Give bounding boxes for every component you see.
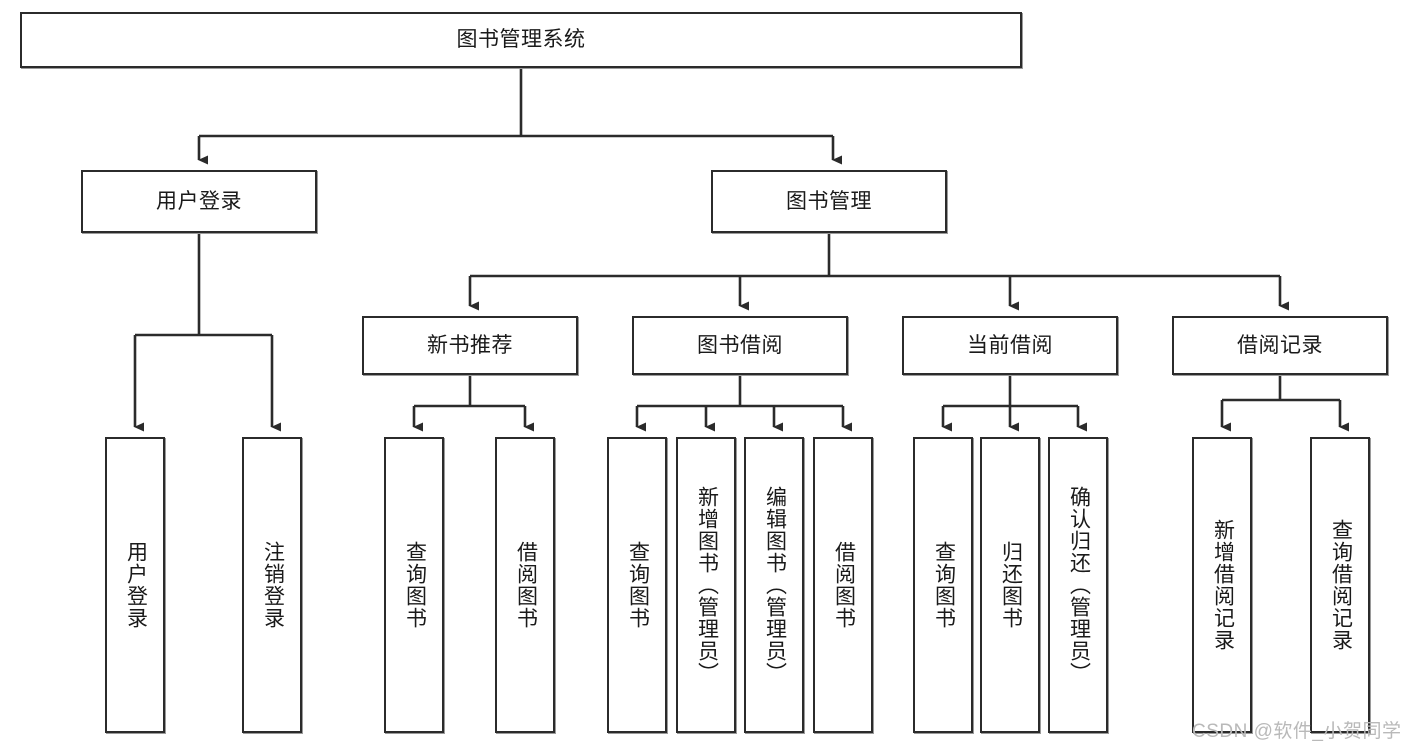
node-new-book-recommend[interactable]: 新书推荐 <box>362 316 578 375</box>
node-leaf-edit-book-label: 编辑图书（管理员） <box>763 486 787 684</box>
node-leaf-logout-label: 注销登录 <box>261 541 285 629</box>
node-leaf-borrow-book-1-label: 借阅图书 <box>514 541 538 629</box>
node-book-borrow[interactable]: 图书借阅 <box>632 316 848 375</box>
node-leaf-user-login-label: 用户登录 <box>124 541 148 629</box>
node-leaf-logout[interactable]: 注销登录 <box>242 437 302 733</box>
node-user-login-label: 用户登录 <box>156 189 242 213</box>
node-leaf-borrow-book-2[interactable]: 借阅图书 <box>813 437 873 733</box>
node-leaf-confirm-return-label: 确认归还（管理员） <box>1067 486 1091 684</box>
node-leaf-edit-book[interactable]: 编辑图书（管理员） <box>744 437 804 733</box>
node-book-management-label: 图书管理 <box>786 189 872 213</box>
node-leaf-query-book-2-label: 查询图书 <box>626 541 650 629</box>
node-leaf-query-book-2[interactable]: 查询图书 <box>607 437 667 733</box>
node-leaf-confirm-return[interactable]: 确认归还（管理员） <box>1048 437 1108 733</box>
node-leaf-query-record-label: 查询借阅记录 <box>1329 519 1353 651</box>
node-new-book-recommend-label: 新书推荐 <box>427 333 513 357</box>
node-leaf-borrow-book-1[interactable]: 借阅图书 <box>495 437 555 733</box>
node-leaf-query-book-3[interactable]: 查询图书 <box>913 437 973 733</box>
node-current-borrow[interactable]: 当前借阅 <box>902 316 1118 375</box>
node-leaf-add-book[interactable]: 新增图书（管理员） <box>676 437 736 733</box>
node-leaf-return-book-label: 归还图书 <box>999 541 1023 629</box>
node-leaf-query-book-1-label: 查询图书 <box>403 541 427 629</box>
node-leaf-add-book-label: 新增图书（管理员） <box>695 486 719 684</box>
node-leaf-add-record-label: 新增借阅记录 <box>1211 519 1235 651</box>
node-root[interactable]: 图书管理系统 <box>20 12 1022 68</box>
node-book-borrow-label: 图书借阅 <box>697 333 783 357</box>
node-user-login[interactable]: 用户登录 <box>81 170 317 233</box>
node-leaf-add-record[interactable]: 新增借阅记录 <box>1192 437 1252 733</box>
node-current-borrow-label: 当前借阅 <box>967 333 1053 357</box>
node-leaf-return-book[interactable]: 归还图书 <box>980 437 1040 733</box>
node-leaf-query-book-3-label: 查询图书 <box>932 541 956 629</box>
node-borrow-record-label: 借阅记录 <box>1237 333 1323 357</box>
node-leaf-query-record[interactable]: 查询借阅记录 <box>1310 437 1370 733</box>
node-leaf-user-login[interactable]: 用户登录 <box>105 437 165 733</box>
node-leaf-borrow-book-2-label: 借阅图书 <box>832 541 856 629</box>
node-leaf-query-book-1[interactable]: 查询图书 <box>384 437 444 733</box>
node-root-label: 图书管理系统 <box>456 28 586 52</box>
node-book-management[interactable]: 图书管理 <box>711 170 947 233</box>
node-borrow-record[interactable]: 借阅记录 <box>1172 316 1388 375</box>
